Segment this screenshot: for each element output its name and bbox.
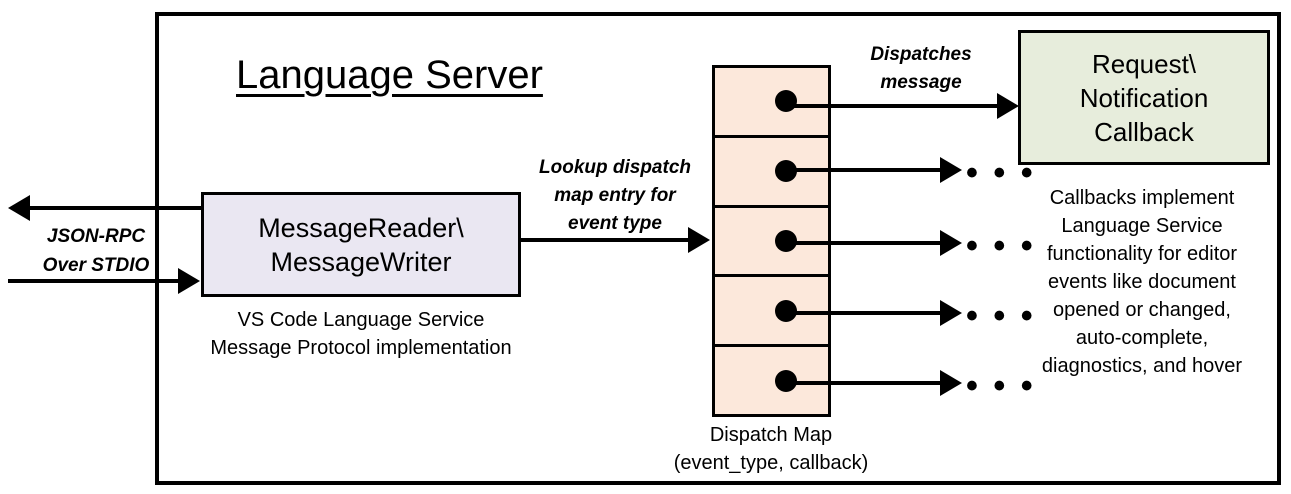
transport-label-line1: JSON-RPC bbox=[46, 226, 146, 247]
lookup-edge-arrowhead bbox=[688, 227, 710, 253]
dispatch-map-caption: Dispatch Map (event_type, callback) bbox=[640, 421, 902, 477]
callback-edge-arrowhead bbox=[940, 300, 962, 326]
dispatch-edge-label: Dispatches message bbox=[838, 41, 1004, 97]
callback-edge-line bbox=[780, 241, 944, 245]
callback-box-line3: Callback bbox=[1094, 116, 1194, 147]
outbound-transport-arrowhead bbox=[8, 195, 30, 221]
language-server-frame bbox=[155, 12, 1281, 485]
dispatch-map-row[interactable] bbox=[715, 208, 828, 278]
callback-edge-arrowhead bbox=[940, 157, 962, 183]
transport-label-line2: Over STDIO bbox=[42, 255, 150, 276]
dispatch-edge-label-line2: message bbox=[880, 72, 962, 93]
inbound-transport-line bbox=[8, 279, 180, 283]
dispatch-map-table[interactable] bbox=[712, 65, 831, 417]
callback-caption-line2: Language Service bbox=[1061, 215, 1223, 237]
lookup-label-line2: map entry for bbox=[554, 185, 676, 206]
callback-caption-line7: diagnostics, and hover bbox=[1041, 355, 1243, 377]
callback-edge-line bbox=[780, 381, 944, 385]
lookup-label-line1: Lookup dispatch bbox=[539, 157, 691, 178]
message-box-caption-line2: Message Protocol implementation bbox=[210, 337, 512, 359]
dispatch-map-row[interactable] bbox=[715, 347, 828, 414]
callback-caption-line1: Callbacks implement bbox=[1049, 187, 1235, 209]
lookup-label-line3: event type bbox=[568, 213, 662, 234]
callback-box-line2: Notification bbox=[1079, 82, 1209, 113]
callback-edge-line bbox=[780, 311, 944, 315]
callback-box-caption: Callbacks implement Language Service fun… bbox=[1008, 184, 1276, 380]
lookup-edge-line bbox=[519, 238, 691, 242]
dispatch-map-dot-icon bbox=[775, 229, 797, 252]
dispatch-map-dot-icon bbox=[775, 369, 797, 392]
callback-caption-line3: functionality for editor bbox=[1046, 243, 1238, 265]
callback-edge-arrowhead bbox=[940, 370, 962, 396]
dispatch-map-row[interactable] bbox=[715, 68, 828, 138]
outbound-transport-line bbox=[30, 206, 205, 210]
callback-caption-line4: events like document bbox=[1048, 271, 1236, 293]
page-title: Language Server bbox=[236, 53, 543, 97]
callback-edge-arrowhead bbox=[940, 230, 962, 256]
callback-caption-line5: opened or changed, bbox=[1053, 299, 1231, 321]
message-box-line2: MessageWriter bbox=[270, 246, 452, 277]
lookup-edge-label: Lookup dispatch map entry for event type bbox=[522, 154, 708, 238]
message-box-caption: VS Code Language Service Message Protoco… bbox=[196, 306, 526, 362]
request-notification-callback-box[interactable]: Request\ Notification Callback bbox=[1018, 30, 1270, 165]
dispatch-edge-line bbox=[780, 104, 1002, 108]
callback-ellipsis: • • • bbox=[966, 154, 1036, 192]
inbound-transport-arrowhead bbox=[178, 268, 200, 294]
dispatch-edge-arrowhead bbox=[997, 93, 1019, 119]
dispatch-map-dot-icon bbox=[775, 90, 797, 113]
message-box-line1: MessageReader\ bbox=[258, 212, 464, 243]
callback-caption-line6: auto-complete, bbox=[1075, 327, 1209, 349]
callback-edge-line bbox=[780, 168, 944, 172]
dispatch-map-dot-icon bbox=[775, 299, 797, 322]
dispatch-map-caption-line1: Dispatch Map bbox=[709, 424, 833, 446]
callback-box-line1: Request\ bbox=[1091, 48, 1197, 79]
transport-label: JSON-RPC Over STDIO bbox=[16, 222, 176, 280]
dispatch-map-caption-line2: (event_type, callback) bbox=[673, 452, 869, 474]
dispatch-edge-label-line1: Dispatches bbox=[870, 44, 972, 65]
message-box-caption-line1: VS Code Language Service bbox=[237, 309, 485, 331]
message-reader-writer-box[interactable]: MessageReader\ MessageWriter bbox=[201, 192, 521, 297]
dispatch-map-row[interactable] bbox=[715, 277, 828, 348]
dispatch-map-row[interactable] bbox=[715, 138, 828, 208]
